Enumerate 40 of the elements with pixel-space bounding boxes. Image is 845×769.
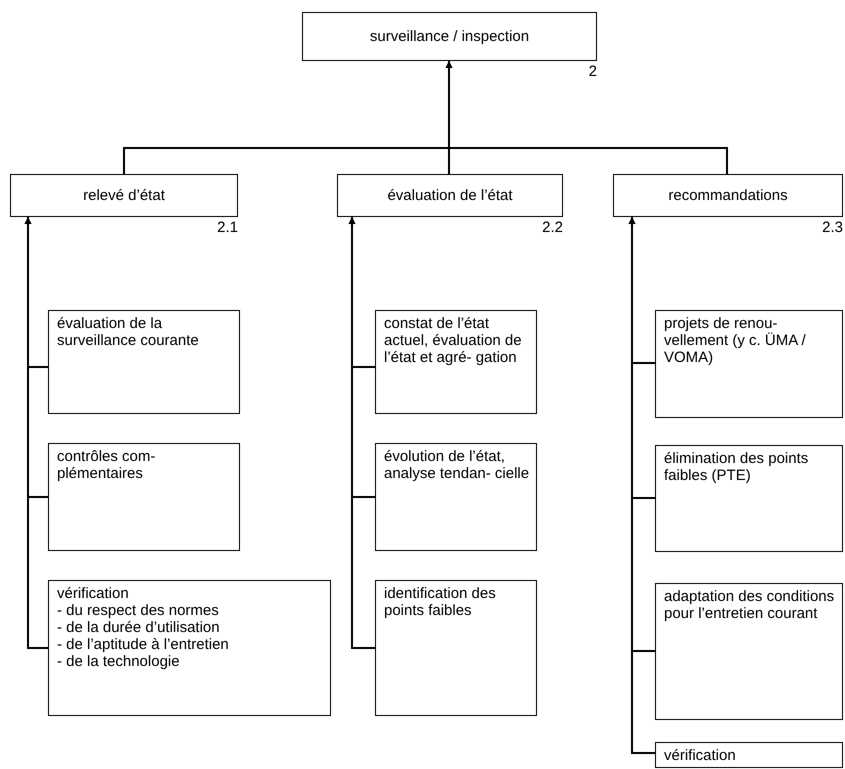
task-box <box>655 583 843 720</box>
arrow <box>628 217 655 754</box>
box-text: vérification <box>664 747 737 764</box>
box-text: évaluation de la surveillance courante <box>57 315 200 349</box>
section-number: 2.1 <box>217 219 238 236</box>
box-text: vérification <box>57 585 130 602</box>
task-box <box>375 443 537 551</box>
category-box <box>302 12 597 61</box>
arrow <box>348 217 375 649</box>
section-number: 2.3 <box>822 219 843 236</box>
box-text: - de la technologie <box>57 653 181 670</box>
section-number: 2.2 <box>542 219 563 236</box>
box-text: évolution de l’état, analyse tendan- cielle <box>384 448 530 482</box>
category-box <box>10 174 238 217</box>
task-box <box>48 580 331 716</box>
box-text: - du respect des normes <box>57 602 220 619</box>
box-text: projets de renou- vellement (y c. ÜMA / VOMA) <box>664 315 807 366</box>
task-box <box>48 310 240 414</box>
box-text: surveillance / inspection <box>370 28 530 45</box>
task-box <box>375 580 537 716</box>
arrow <box>24 217 48 649</box>
box-text: contrôles com- plémentaires <box>57 448 156 482</box>
box-text: constat de l’état actuel, évaluation de l’état et agré- gation <box>384 315 523 366</box>
box-text: recommandations <box>668 187 788 204</box>
task-box <box>48 443 240 551</box>
task-box <box>375 310 537 414</box>
task-box <box>655 742 843 768</box>
box-text: identification des points faibles <box>384 585 497 619</box>
box-text: adaptation des conditions pour l’entretien courant <box>664 588 836 622</box>
task-box <box>655 310 843 418</box>
section-number: 2 <box>588 63 597 80</box>
task-box <box>655 445 843 552</box>
box-text: - de l’aptitude à l’entretien <box>57 636 230 653</box>
box-text: - de la durée d’utilisation <box>57 619 221 636</box>
box-text: élimination des points faibles (PTE) <box>664 450 810 484</box>
box-text: relevé d’état <box>83 187 165 204</box>
arrow <box>446 61 728 174</box>
box-text: évaluation de l’état <box>387 187 513 204</box>
category-box <box>337 174 563 217</box>
category-box <box>613 174 843 217</box>
